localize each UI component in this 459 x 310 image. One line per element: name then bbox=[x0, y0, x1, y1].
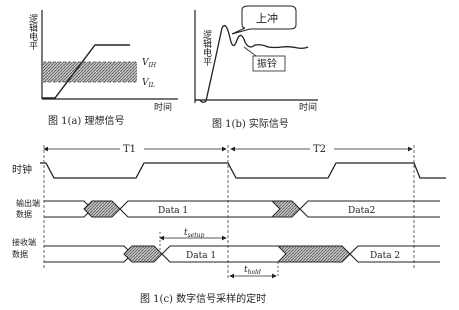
tsetup-bg bbox=[180, 226, 220, 237]
output-bus-data2 bbox=[299, 200, 440, 218]
fig-a-vih-label: VIH bbox=[142, 58, 157, 69]
fig-a-xlabel: 时间 bbox=[154, 101, 172, 113]
fig-a-ylabel: 逻辑电平 bbox=[27, 14, 38, 51]
ringing-label-box bbox=[252, 55, 286, 72]
input-data2-label: Data 2 bbox=[370, 251, 400, 261]
ringing-pointer bbox=[243, 46, 257, 57]
period-t2-label: T2 bbox=[313, 144, 326, 155]
clock-waveform bbox=[40, 162, 446, 179]
fig-b-ylabel: 逻辑电平 bbox=[201, 30, 212, 67]
fig-a-ideal-signal bbox=[42, 44, 130, 99]
input-bus-left bbox=[44, 245, 133, 263]
fig-b-caption: 图 1(b) 实际信号 bbox=[212, 117, 289, 130]
figure-b: 逻辑电平 上冲 振铃 时间 图 1(b) 实际信号 bbox=[194, 5, 318, 130]
figure-c: T1 T2 时钟 输出端 数据 Data 1 Data2 tsetup 接收端 … bbox=[12, 142, 446, 305]
output-bus-data1 bbox=[119, 200, 272, 218]
output-data1-label: Data 1 bbox=[158, 206, 188, 216]
fig-a-caption: 图 1(a) 理想信号 bbox=[48, 114, 124, 127]
output-label-line2: 数据 bbox=[16, 209, 32, 219]
tsetup-label: tsetup bbox=[184, 228, 205, 239]
ringing-label: 振铃 bbox=[257, 57, 277, 70]
input-transition-2 bbox=[276, 245, 351, 263]
output-transition-2 bbox=[270, 200, 301, 218]
fig-b-actual-signal bbox=[195, 24, 309, 103]
figure-a: 逻辑电平 VIH VIL 时间 图 1(a) 理想信号 bbox=[27, 10, 178, 127]
clock-label: 时钟 bbox=[12, 163, 32, 176]
input-data1-label: Data 1 bbox=[186, 251, 216, 261]
period-t1-bg bbox=[120, 142, 144, 154]
period-t1-label: T1 bbox=[123, 144, 136, 155]
fig-a-vil-label: VIL bbox=[142, 78, 155, 89]
input-label-line1: 接收端 bbox=[12, 237, 36, 247]
input-bus-data1 bbox=[161, 245, 278, 263]
overshoot-label: 上冲 bbox=[256, 11, 278, 25]
output-transition-1 bbox=[83, 200, 121, 218]
fig-b-xlabel: 时间 bbox=[299, 101, 317, 113]
fig-c-caption: 图 1(c) 数字信号采样的定时 bbox=[140, 292, 266, 305]
thold-label: thold bbox=[244, 265, 261, 276]
overshoot-callout: 上冲 bbox=[231, 5, 297, 35]
input-bus-data2 bbox=[349, 245, 440, 263]
output-data2-label: Data2 bbox=[348, 206, 375, 216]
input-transition-1 bbox=[123, 245, 163, 263]
output-label-line1: 输出端 bbox=[16, 198, 40, 208]
input-label-line2: 数据 bbox=[12, 249, 28, 259]
fig-a-threshold-band bbox=[43, 62, 137, 82]
period-t2-bg bbox=[310, 142, 334, 154]
